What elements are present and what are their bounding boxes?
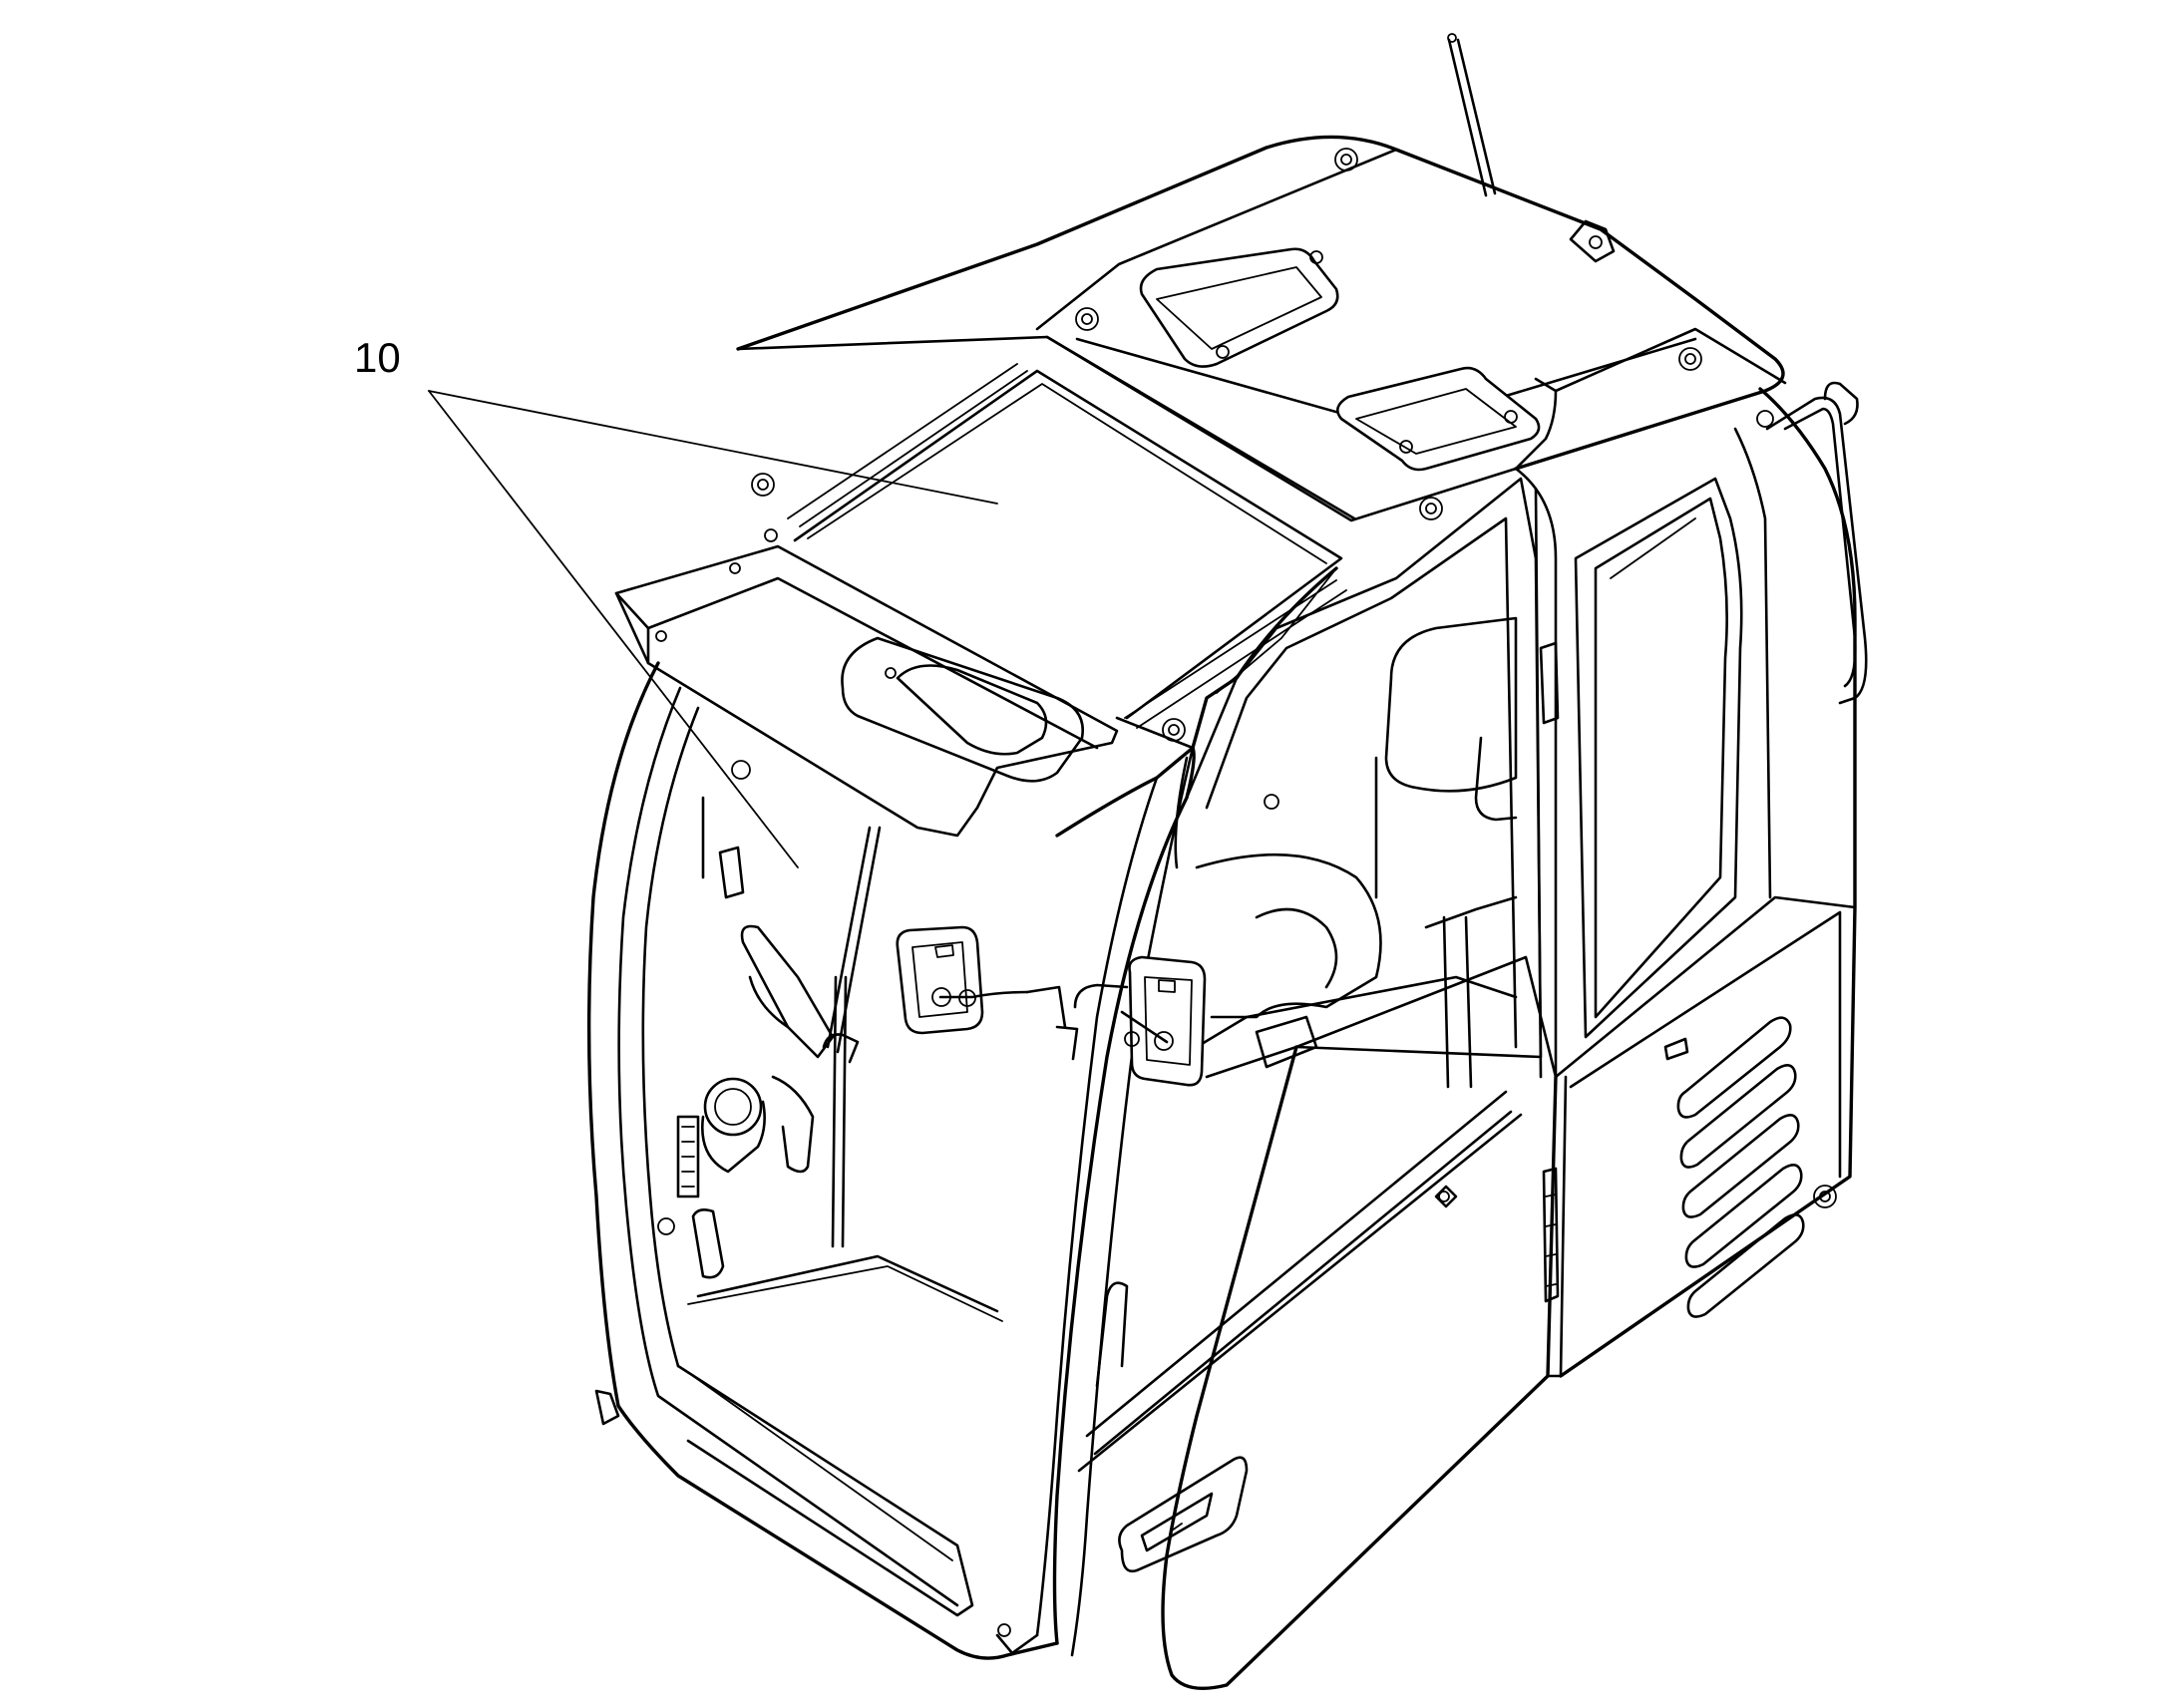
cab-door: [1077, 955, 1568, 1690]
antenna: [1447, 33, 1497, 197]
cab-roof: [736, 135, 1787, 522]
sun-visor-skylight: [614, 363, 1347, 838]
front-frame: [586, 467, 1558, 1660]
leader-line-to-visor: [428, 390, 799, 868]
leader-line-to-skylight: [428, 390, 998, 505]
wiper-and-controls: [657, 760, 882, 1279]
callout-10: 10: [354, 334, 998, 868]
cab-interior: [1095, 477, 1543, 1388]
rear-body: [1539, 381, 1868, 1378]
side-mirrors: [896, 925, 1207, 1087]
callout-label: 10: [354, 334, 401, 381]
roof-bolts: [1075, 148, 1702, 520]
